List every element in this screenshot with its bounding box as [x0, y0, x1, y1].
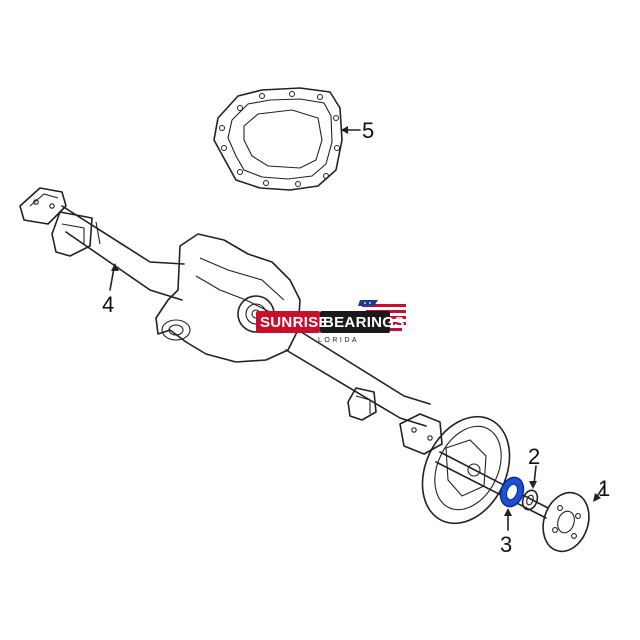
logo-block-red	[256, 311, 320, 333]
callout-5: 5	[362, 118, 374, 143]
axle-shaft-flange	[542, 491, 590, 553]
callout-1: 1	[598, 476, 610, 501]
differential-cover-gasket	[213, 87, 343, 191]
callout-1-leader	[593, 485, 605, 502]
wheel-bearing	[499, 476, 525, 508]
callout-5-leader	[341, 126, 361, 134]
axle-shaft	[435, 451, 549, 519]
callout-3-leader	[504, 508, 512, 531]
logo-brand-left: SUNRISE	[260, 314, 329, 331]
logo-block-dark	[320, 311, 390, 333]
bearing-retainer-ring	[521, 489, 539, 511]
callout-2: 2	[528, 444, 540, 469]
callout-4: 4	[102, 292, 114, 317]
logo-brand-right: BEARINGS	[323, 314, 405, 331]
logo-region: LORIDA	[318, 337, 359, 344]
callout-2-leader	[529, 465, 537, 489]
axle-housing	[19, 187, 443, 455]
callout-4-leader	[109, 263, 119, 291]
callout-3: 3	[500, 532, 512, 557]
sunrise-bearings-logo: SUNRISE BEARINGS LORIDA	[256, 300, 406, 344]
